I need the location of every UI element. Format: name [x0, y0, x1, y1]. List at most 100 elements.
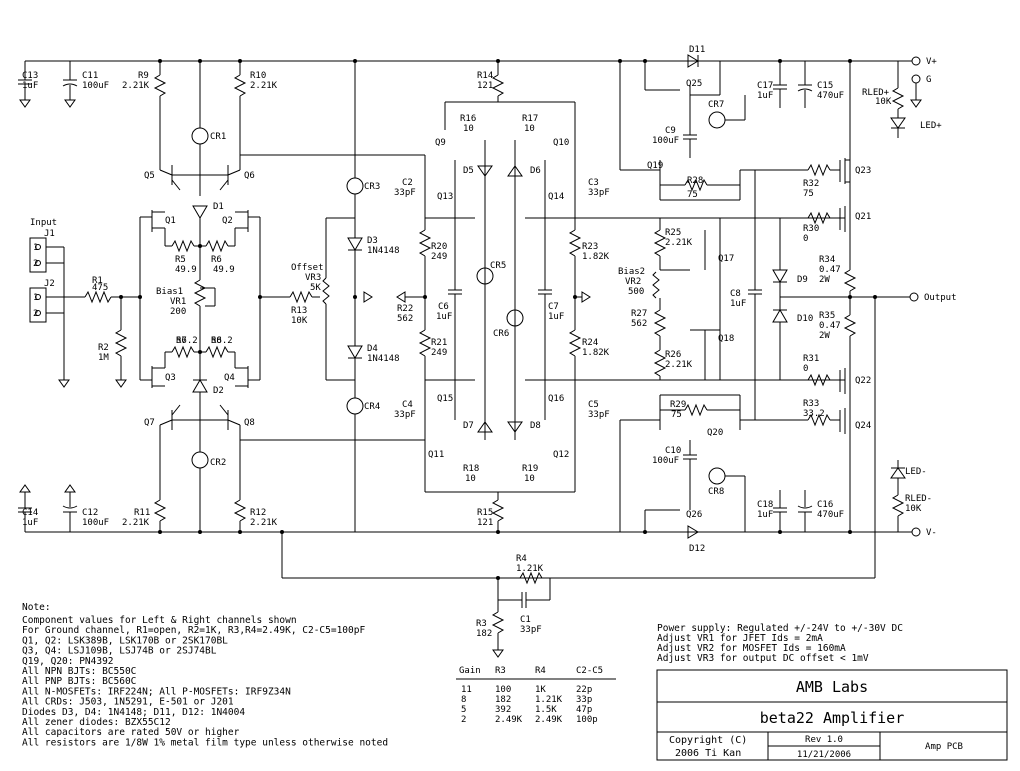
r19-value-label: 10: [524, 474, 535, 484]
note-line: All NPN BJTs: BC550C: [22, 666, 136, 677]
cr7-ref-label: CR7: [708, 100, 724, 110]
q5-ref-label: Q5: [144, 171, 155, 181]
d5-ref-label: D5: [463, 166, 474, 176]
revision: Rev 1.0: [805, 735, 843, 745]
c5-value-label: 33pF: [588, 410, 610, 420]
r27-value-label: 562: [631, 319, 647, 329]
r7-ref-label: R7: [176, 336, 187, 346]
c18-ref-label: C18: [757, 500, 773, 510]
r31-ref-label: R31: [803, 354, 819, 364]
q16-ref-label: Q16: [548, 394, 564, 404]
r22-ref-label: R22: [397, 304, 413, 314]
r29-value-label: 75: [671, 410, 682, 420]
vr3-function-label: Offset: [291, 263, 324, 273]
vr3-ref-label: VR3: [305, 273, 321, 283]
q6-ref-label: Q6: [244, 171, 255, 181]
j1-pin2-label: 2: [33, 259, 38, 269]
q9-ref-label: Q9: [435, 138, 446, 148]
d6-ref-label: D6: [530, 166, 541, 176]
j2-ref-label: J2: [44, 279, 55, 289]
c13-ref-label: C13: [22, 71, 38, 81]
notes-title: Note:: [22, 602, 51, 613]
r6-ref-label: R6: [211, 255, 222, 265]
r20-value-label: 249: [431, 252, 447, 262]
q18-ref-label: Q18: [718, 334, 734, 344]
c6-ref-label: C6: [438, 302, 449, 312]
gain-table-cell: 2.49K: [535, 715, 563, 725]
d12-ref-label: D12: [689, 544, 705, 554]
c14-ref-label: C14: [22, 508, 38, 518]
note-line: Q19, Q20: PN4392: [22, 656, 114, 667]
notes-lines: Component values for Left & Right channe…: [22, 615, 388, 748]
rledp-value-label: 10K: [875, 97, 892, 107]
c17-value-label: 1uF: [757, 91, 773, 101]
r3-value-label: 182: [476, 629, 492, 639]
power-note-line: Power supply: Regulated +/-24V to +/-30V…: [657, 623, 903, 634]
gain-table-cell: 1K: [535, 685, 546, 695]
c16-ref-label: C16: [817, 500, 833, 510]
j2-pin1-label: 1: [33, 293, 38, 303]
r12-value-label: 2.21K: [250, 518, 278, 528]
note-line: Q3, Q4: LSJ109B, LSJ74B or 2SJ74BL: [22, 646, 217, 657]
rledm-ref-label: RLED-: [905, 494, 932, 504]
r21-ref-label: R21: [431, 338, 447, 348]
r5-ref-label: R5: [175, 255, 186, 265]
q10-ref-label: Q10: [553, 138, 569, 148]
q4-ref-label: Q4: [224, 373, 235, 383]
q25-ref-label: Q25: [686, 79, 702, 89]
rledm-value-label: 10K: [905, 504, 922, 514]
r30-value-label: 0: [803, 234, 808, 244]
vplus-terminal-label: V+: [926, 57, 937, 67]
r18-ref-label: R18: [463, 464, 479, 474]
r1-ref-label: R1: [92, 276, 103, 286]
c12-value-label: 100uF: [82, 518, 109, 528]
q14-ref-label: Q14: [548, 192, 564, 202]
d3-value-label: 1N4148: [367, 246, 400, 256]
r7-value-label: 56.2: [176, 336, 198, 346]
input-stage: [18, 61, 261, 532]
c9-value-label: 100uF: [652, 136, 679, 146]
gain-table-cell: 11: [461, 685, 472, 695]
r20-ref-label: R20: [431, 242, 447, 252]
r25-value-label: 2.21K: [665, 238, 693, 248]
notes-block: Note: Component values for Left & Right …: [22, 602, 388, 748]
q22-ref-label: Q22: [855, 376, 871, 386]
c6-value-label: 1uF: [436, 312, 452, 322]
r2-ref-label: R2: [98, 343, 109, 353]
c17-ref-label: C17: [757, 81, 773, 91]
c16-value-label: 470uF: [817, 510, 844, 520]
gain-table-cell: 22p: [576, 685, 592, 695]
cr8-ref-label: CR8: [708, 487, 724, 497]
r33-value-label: 33.2: [803, 409, 825, 419]
c4-ref-label: C4: [402, 400, 413, 410]
r27-ref-label: R27: [631, 309, 647, 319]
gain-table-header: R3: [495, 666, 506, 676]
r4-ref-label: R4: [516, 554, 527, 564]
r26-value-label: 2.21K: [665, 360, 693, 370]
d3-ref-label: D3: [367, 236, 378, 246]
c7-ref-label: C7: [548, 302, 559, 312]
c15-ref-label: C15: [817, 81, 833, 91]
r34-ref-label: R34: [819, 255, 835, 265]
q11-ref-label: Q11: [428, 450, 444, 460]
gain-table-cell: 33p: [576, 695, 592, 705]
j1-ref-label: J1: [44, 229, 55, 239]
ledp-ref-label: LED+: [920, 121, 942, 131]
input-connector-title: Input: [30, 218, 57, 228]
power-notes: Power supply: Regulated +/-24V to +/-30V…: [657, 623, 903, 664]
power-note-line: Adjust VR1 for JFET Ids = 2mA: [657, 633, 823, 644]
d8-ref-label: D8: [530, 421, 541, 431]
c3-ref-label: C3: [588, 178, 599, 188]
r23-value-label: 1.82K: [582, 252, 610, 262]
gain-table-cell: 1.21K: [535, 695, 563, 705]
c2-value-label: 33pF: [394, 188, 416, 198]
d11-ref-label: D11: [689, 45, 705, 55]
c11-ref-label: C11: [82, 71, 98, 81]
q15-ref-label: Q15: [437, 394, 453, 404]
r35-value-label: 0.47: [819, 321, 841, 331]
d2-ref-label: D2: [213, 386, 224, 396]
